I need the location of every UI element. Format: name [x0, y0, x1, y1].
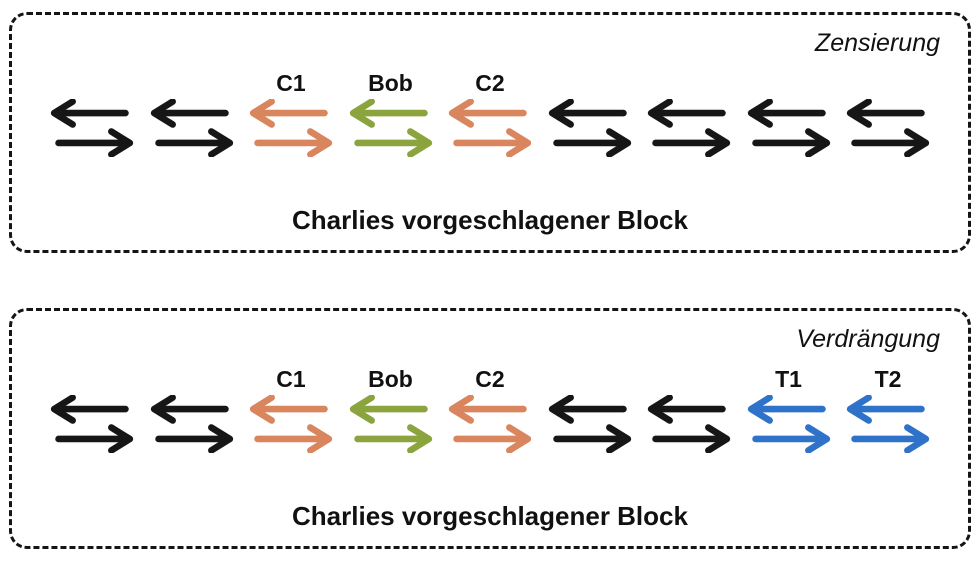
transaction-bob: Bob — [347, 365, 435, 453]
transaction-label: T1 — [775, 366, 802, 392]
swap-arrows-icon — [647, 99, 731, 157]
swap-arrows-icon — [747, 99, 830, 157]
transaction-c1: C1 — [247, 69, 335, 157]
swap-arrows-icon — [846, 395, 930, 453]
panel-title-zensierung: Zensierung — [814, 29, 940, 57]
transaction — [546, 69, 634, 157]
transaction — [645, 365, 733, 453]
transaction-c1: C1 — [247, 365, 335, 453]
transaction-label: C1 — [276, 70, 306, 96]
panel-title-verdraengung: Verdrängung — [796, 325, 940, 353]
transaction-row: C1 Bob C2 — [12, 69, 968, 157]
swap-arrows-icon — [50, 99, 134, 157]
swap-arrows-icon — [249, 99, 333, 157]
transaction-t2: T2 — [844, 365, 932, 453]
transaction — [745, 69, 833, 157]
transaction — [844, 69, 932, 157]
swap-arrows-icon — [150, 395, 233, 453]
transaction — [148, 69, 236, 157]
swap-arrows-icon — [548, 99, 631, 157]
block-caption: Charlies vorgeschlagener Block — [292, 205, 688, 235]
panel-verdraengung: Verdrängung C1 Bob C2 T1 T2 Charlies vorgesc… — [9, 308, 971, 549]
swap-arrows-icon — [249, 395, 333, 453]
swap-arrows-icon — [349, 99, 432, 157]
transaction — [48, 69, 136, 157]
block-caption: Charlies vorgeschlagener Block — [292, 501, 688, 531]
transaction-row: C1 Bob C2 T1 T2 — [12, 365, 968, 453]
transaction-label: Bob — [368, 70, 413, 96]
transaction — [645, 69, 733, 157]
transaction-label: T2 — [874, 366, 902, 392]
transaction-label: C2 — [475, 70, 505, 96]
transaction-label: C2 — [475, 366, 505, 392]
panel-zensierung: Zensierung C1 Bob C2 Charlies vorgeschlage… — [9, 12, 971, 253]
swap-arrows-icon — [349, 395, 432, 453]
transaction-c2: C2 — [446, 69, 534, 157]
transaction-bob: Bob — [347, 69, 435, 157]
transaction — [546, 365, 634, 453]
swap-arrows-icon — [50, 395, 134, 453]
swap-arrows-icon — [150, 99, 233, 157]
swap-arrows-icon — [647, 395, 731, 453]
swap-arrows-icon — [548, 395, 631, 453]
transaction-label: Bob — [368, 366, 413, 392]
swap-arrows-icon — [448, 395, 532, 453]
swap-arrows-icon — [747, 395, 830, 453]
transaction — [148, 365, 236, 453]
swap-arrows-icon — [448, 99, 532, 157]
transaction-c2: C2 — [446, 365, 534, 453]
transaction-label: C1 — [276, 366, 306, 392]
swap-arrows-icon — [846, 99, 930, 157]
transaction-t1: T1 — [745, 365, 833, 453]
transaction — [48, 365, 136, 453]
